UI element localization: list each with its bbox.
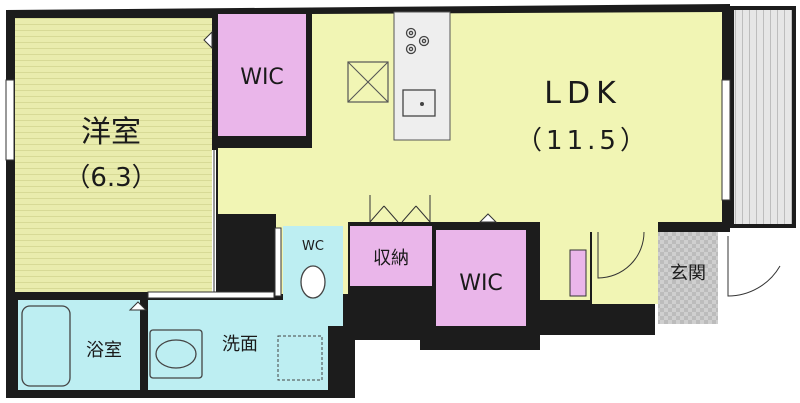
wic-upper-floor: [218, 14, 306, 136]
sink-icon: [402, 89, 436, 117]
bathtub-icon: [21, 305, 71, 387]
entrance-label: 玄関: [670, 263, 706, 284]
wic-upper-door-marker: [203, 30, 213, 50]
sink-drain-icon: [420, 102, 424, 106]
storage-door: [369, 195, 431, 223]
stove-icon: [405, 27, 430, 55]
bathroom-floor: [18, 300, 140, 390]
ldk-size: （11.5）: [516, 126, 650, 156]
shoe-cabinet: [569, 249, 587, 297]
entrance-door-swing: [597, 231, 645, 279]
wic-upper-label: WIC: [240, 65, 284, 90]
wic-lower-floor: [436, 230, 526, 326]
wc-label: WC: [302, 239, 324, 254]
wc-door-frame: [274, 227, 282, 297]
ldk-label: LDK: [544, 76, 622, 111]
wic-lower-label: WIC: [459, 271, 503, 296]
washroom-door-frame: [147, 291, 275, 299]
ldk-window: [721, 79, 731, 201]
front-door-swing: [727, 236, 781, 297]
bathroom-label: 浴室: [86, 340, 122, 361]
western-room-floor: [15, 18, 212, 292]
wic-lower-door-marker: [478, 213, 498, 223]
kitchen-counter: [393, 11, 451, 141]
washroom-label: 洗面: [222, 334, 258, 355]
western-room-label: 洋室: [81, 115, 141, 150]
washing-machine-icon: [277, 335, 323, 381]
refrigerator-icon: [347, 61, 389, 103]
washroom-floor: [148, 300, 328, 390]
storage-floor: [350, 226, 432, 286]
bath-door-marker: [128, 301, 148, 311]
balcony: [730, 6, 796, 228]
western-room-window: [5, 79, 15, 161]
storage-label: 収納: [373, 248, 409, 269]
entrance-floor: [658, 232, 718, 324]
hallway-floor: [592, 226, 658, 304]
wash-basin-icon: [149, 329, 203, 379]
western-room-size: （6.3）: [64, 163, 157, 193]
